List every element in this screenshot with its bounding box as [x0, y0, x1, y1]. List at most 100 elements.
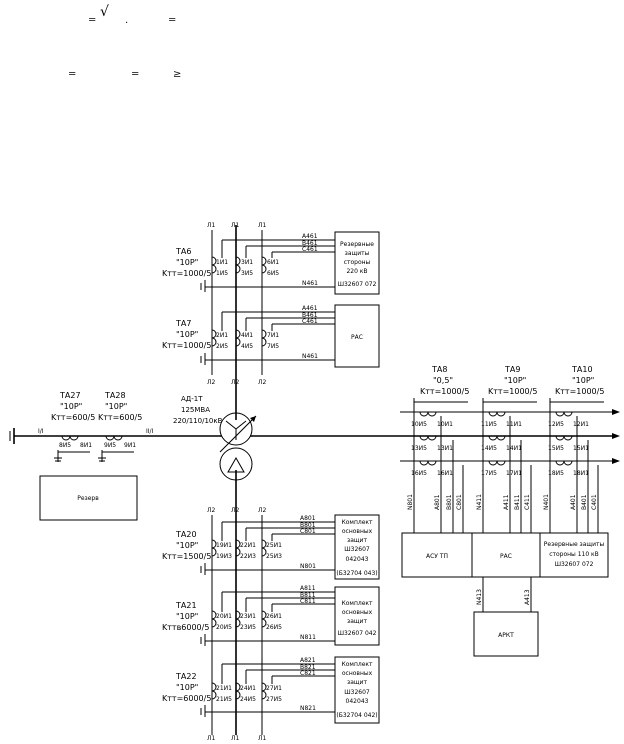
formula-fragment: = √ . = = = ≥: [68, 4, 181, 80]
ct-ratio: Kттв6000/5: [162, 623, 209, 632]
wire-label: А461: [302, 233, 318, 240]
box-text: 042043: [346, 556, 369, 563]
wire-label: А801: [434, 494, 441, 510]
ct-name: ТА7: [175, 319, 191, 328]
box-text: 220 кВ: [346, 268, 367, 275]
wire-label: А401: [570, 494, 577, 510]
wire-label: А461: [302, 305, 318, 312]
box-text: Комплект: [341, 661, 373, 668]
wire-label: N413: [476, 589, 483, 605]
ct-tap: 10И1: [437, 421, 453, 428]
wire-label: N801: [407, 494, 414, 510]
wire-label: С411: [524, 494, 531, 510]
ct-ratio: Kтт=1000/5: [162, 269, 211, 278]
ct-ratio: Kтт=1500/5: [162, 552, 211, 561]
ct-tap: 19И3: [216, 553, 232, 560]
ct-tap: 25И3: [266, 553, 282, 560]
ct-tap: 18И1: [573, 470, 589, 477]
ct-tap: 3И5: [241, 270, 253, 277]
ct-tap: 20И1: [216, 613, 232, 620]
wire-label: N461: [302, 280, 318, 287]
power-transformer: АД-1Т 125МВА 220/110/10кВ: [173, 395, 257, 481]
box-ras-right: РАС: [471, 532, 541, 578]
ct-tap: 7И5: [267, 343, 279, 350]
ct-group-ta22: ТА22 "10Р" Kтт=6000/5 21И1 21И5 24И1 24И…: [162, 657, 335, 717]
ct-name: ТА9: [504, 365, 520, 374]
ct-tap: 4И1: [241, 332, 253, 339]
ct-tap: 16И1: [437, 470, 453, 477]
ct-class: "10Р": [176, 612, 198, 621]
box-text: Комплект: [341, 519, 373, 526]
ct-ratio: Kтт=600/5: [51, 413, 95, 422]
bus-label-i: I/I: [38, 428, 44, 435]
box-text: защит: [347, 679, 367, 686]
bus-label: Л1: [258, 222, 267, 229]
ct-ratio: Kтт=1000/5: [555, 387, 604, 396]
ct-tap: 25И1: [266, 542, 282, 549]
ct-tap: 6И1: [267, 259, 279, 266]
ct-tap: 11И1: [506, 421, 522, 428]
ct-tap: 10И5: [411, 421, 427, 428]
wire-label: В401: [581, 494, 588, 510]
transformer-voltage: 220/110/10кВ: [173, 417, 223, 425]
formula-eq-4: =: [131, 69, 139, 80]
ct-class: "10Р": [176, 683, 198, 692]
ct-tap: 2И1: [216, 332, 228, 339]
box-text: Ш32607: [344, 546, 370, 553]
formula-dot: .: [125, 15, 128, 26]
wire-label: С401: [591, 494, 598, 510]
bus-label: Л2: [258, 379, 267, 386]
ct-tap: 18И5: [548, 470, 564, 477]
ct-class: "10Р": [176, 258, 198, 267]
wire-label: С821: [300, 670, 316, 677]
ct-tap: 24И5: [240, 696, 256, 703]
formula-eq-1: =: [88, 15, 96, 26]
bus-label: Л1: [207, 222, 216, 229]
wire-label: С801: [456, 494, 463, 510]
wire-label: С801: [300, 528, 316, 535]
ct-tap: 4И5: [241, 343, 253, 350]
ct-ratio: Kтт=6000/5: [162, 694, 211, 703]
formula-sqrt: √: [100, 4, 109, 20]
wire-label: В461: [302, 240, 318, 247]
wire-label: В811: [300, 592, 316, 599]
ct-tap: 2И5: [216, 343, 228, 350]
bus-label: Л1: [231, 222, 240, 229]
transformer-name: АД-1Т: [181, 395, 203, 403]
formula-eq-3: =: [68, 69, 76, 80]
ct-ratio: Kтт=1000/5: [162, 341, 211, 350]
ct-group-ta20: ТА20 "10Р" Kтт=1500/5 19И1 19И3 22И1 22И…: [162, 515, 335, 575]
bus-label: Л2: [231, 379, 240, 386]
ct-tap: 14И1: [506, 445, 522, 452]
ct-tap: 23И5: [240, 624, 256, 631]
box-text: Резервные защиты: [544, 541, 605, 548]
ct-tap: 23И1: [240, 613, 256, 620]
ct-class: "10Р": [105, 402, 127, 411]
ct-tap: 22И3: [240, 553, 256, 560]
wire-label: С461: [302, 318, 318, 325]
ct-tap: 21И5: [216, 696, 232, 703]
bus-label: Л2: [207, 507, 216, 514]
box-asu-tp: АСУ ТП: [401, 532, 473, 578]
wire-label: А821: [300, 657, 316, 664]
ct-name: ТА22: [175, 672, 197, 681]
wire-label: N401: [543, 494, 550, 510]
box-text: защит: [347, 618, 367, 625]
ct-tap: 12И5: [548, 421, 564, 428]
ct-tap: 9И5: [104, 442, 116, 449]
ct-tap: 19И1: [216, 542, 232, 549]
ct-class: "10Р": [60, 402, 82, 411]
ct-name: ТА10: [571, 365, 593, 374]
box-text: Ш32607 072: [338, 281, 377, 288]
ct-tap: 7И1: [267, 332, 279, 339]
wire-label: С461: [302, 246, 318, 253]
ct-tap: 14И5: [481, 445, 497, 452]
ct-tap: 8И5: [59, 442, 71, 449]
ct-class: "10Р": [504, 376, 526, 385]
wire-label: В801: [300, 522, 316, 529]
box-text: основных: [342, 609, 373, 616]
ct-ratio: Kтт=1000/5: [488, 387, 537, 396]
box-complect-3: Комплект основных защит Ш32607 042043 (Б…: [334, 656, 380, 724]
bus-label: Л2: [231, 507, 240, 514]
bus-label: Л2: [258, 507, 267, 514]
